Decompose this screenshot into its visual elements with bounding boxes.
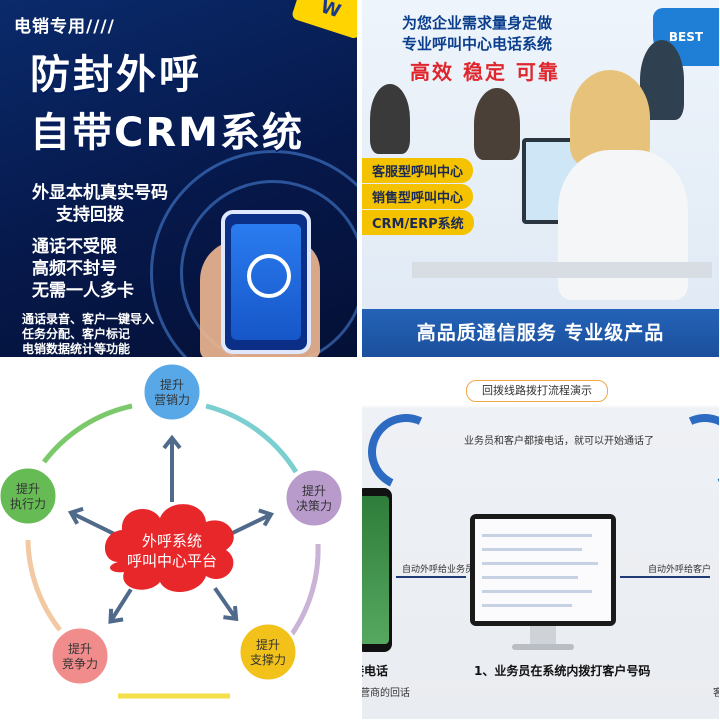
agent-phone-icon bbox=[362, 488, 392, 652]
node-support-label-2: 支撑力 bbox=[250, 652, 286, 667]
feature-3: 通话不受限 bbox=[32, 237, 117, 257]
small-3: 电销数据统计等功能 bbox=[22, 342, 131, 356]
wow-sticker: W bbox=[290, 0, 357, 40]
feature-1: 外显本机真实号码 bbox=[32, 183, 168, 203]
slogan-2: 专业呼叫中心电话系统 bbox=[402, 35, 553, 53]
capability-diagram-panel: 外呼系统 呼叫中心平台 提升营销力提升决策力提升支撑力提升竞争力提升执行力 bbox=[0, 362, 357, 719]
flow-title-pill: 回拨线路拨打流程演示 bbox=[466, 380, 608, 402]
flow-arrows bbox=[67, 434, 274, 624]
node-execution-label-1: 提升 bbox=[16, 481, 40, 496]
pill-crm: CRM/ERP系统 bbox=[362, 210, 474, 235]
feature-2: 支持回拨 bbox=[56, 205, 124, 225]
step-caption: 1、业务员在系统内拨打客户号码 bbox=[474, 664, 651, 678]
cloud-line-1: 外呼系统 bbox=[142, 532, 202, 550]
pill-service: 客服型呼叫中心 bbox=[362, 158, 474, 183]
ring-arc-teal bbox=[205, 403, 299, 474]
platform-cloud bbox=[104, 504, 234, 593]
colleague-figure-2 bbox=[474, 88, 520, 160]
curved-arrow-left bbox=[362, 403, 455, 501]
node-decision-label-1: 提升 bbox=[302, 483, 326, 498]
right-subcaption: 客户 bbox=[713, 688, 719, 699]
phone-illustration bbox=[221, 210, 311, 354]
slogan-3: 高效 稳定 可靠 bbox=[410, 60, 560, 84]
node-decision bbox=[283, 467, 345, 529]
pill-sales: 销售型呼叫中心 bbox=[362, 184, 474, 209]
desk-surface bbox=[412, 262, 712, 278]
colleague-figure bbox=[370, 84, 410, 154]
tag-text: 电销专用//// bbox=[14, 17, 115, 37]
left-flow-label: 自动外呼给业务员 bbox=[402, 565, 475, 575]
node-competitive-label-1: 提升 bbox=[68, 641, 92, 656]
node-execution bbox=[0, 465, 59, 527]
small-1: 通话录音、客户一键导入 bbox=[22, 312, 155, 326]
right-flow-label: 自动外呼给客户 bbox=[648, 565, 712, 575]
feature-5: 无需一人多卡 bbox=[32, 281, 134, 301]
callback-flow-panel: 回拨线路拨打流程演示 业务员和客户都接电话，就可以开始通话了 自动外呼给业务员 … bbox=[362, 362, 719, 719]
bottom-banner: 高品质通信服务 专业级产品 bbox=[362, 309, 719, 357]
feature-4: 高频不封号 bbox=[32, 259, 117, 279]
phone-screen bbox=[231, 224, 301, 340]
node-marketing-label-2: 营销力 bbox=[154, 393, 190, 407]
curved-arrow-right bbox=[656, 403, 719, 501]
computer-monitor-icon bbox=[470, 514, 616, 626]
node-marketing bbox=[141, 362, 203, 423]
monitor-stand bbox=[530, 626, 556, 644]
node-support bbox=[237, 621, 299, 683]
crm-ad-panel: 电销专用//// W 防封外呼 自带CRM系统 外显本机真实号码 支持回拨 通话… bbox=[0, 0, 357, 357]
phone-call-icon bbox=[247, 254, 291, 298]
ring-arc-peach bbox=[25, 539, 62, 632]
monitor-base bbox=[512, 644, 574, 650]
node-support-label-1: 提升 bbox=[256, 637, 280, 652]
tech-ring-inner bbox=[180, 180, 357, 357]
left-subcaption: 运营商的回话 bbox=[362, 688, 410, 699]
call-center-panel: 为您企业需求量身定做 专业呼叫中心电话系统 高效 稳定 可靠 BEST 客服型呼… bbox=[362, 0, 719, 357]
ring-arc-green bbox=[42, 403, 133, 464]
cloud-line-2: 呼叫中心平台 bbox=[127, 552, 217, 570]
slogan-1: 为您企业需求量身定做 bbox=[402, 14, 553, 32]
left-caption: 接电话 bbox=[362, 664, 389, 678]
node-decision-label-2: 决策力 bbox=[296, 499, 332, 513]
tech-ring bbox=[150, 150, 357, 357]
node-competitive bbox=[49, 625, 111, 687]
node-execution-label-2: 执行力 bbox=[10, 497, 46, 511]
flow-note: 业务员和客户都接电话，就可以开始通话了 bbox=[464, 436, 654, 447]
ring-arc-purple bbox=[289, 543, 321, 636]
small-2: 任务分配、客户标记 bbox=[22, 327, 131, 341]
headline-2: 自带CRM系统 bbox=[30, 110, 304, 156]
arrow-to-agent bbox=[396, 576, 466, 578]
headline-1: 防封外呼 bbox=[30, 52, 202, 98]
arrow-to-customer bbox=[620, 576, 710, 578]
node-marketing-label-1: 提升 bbox=[160, 377, 184, 392]
node-competitive-label-2: 竞争力 bbox=[62, 657, 98, 671]
